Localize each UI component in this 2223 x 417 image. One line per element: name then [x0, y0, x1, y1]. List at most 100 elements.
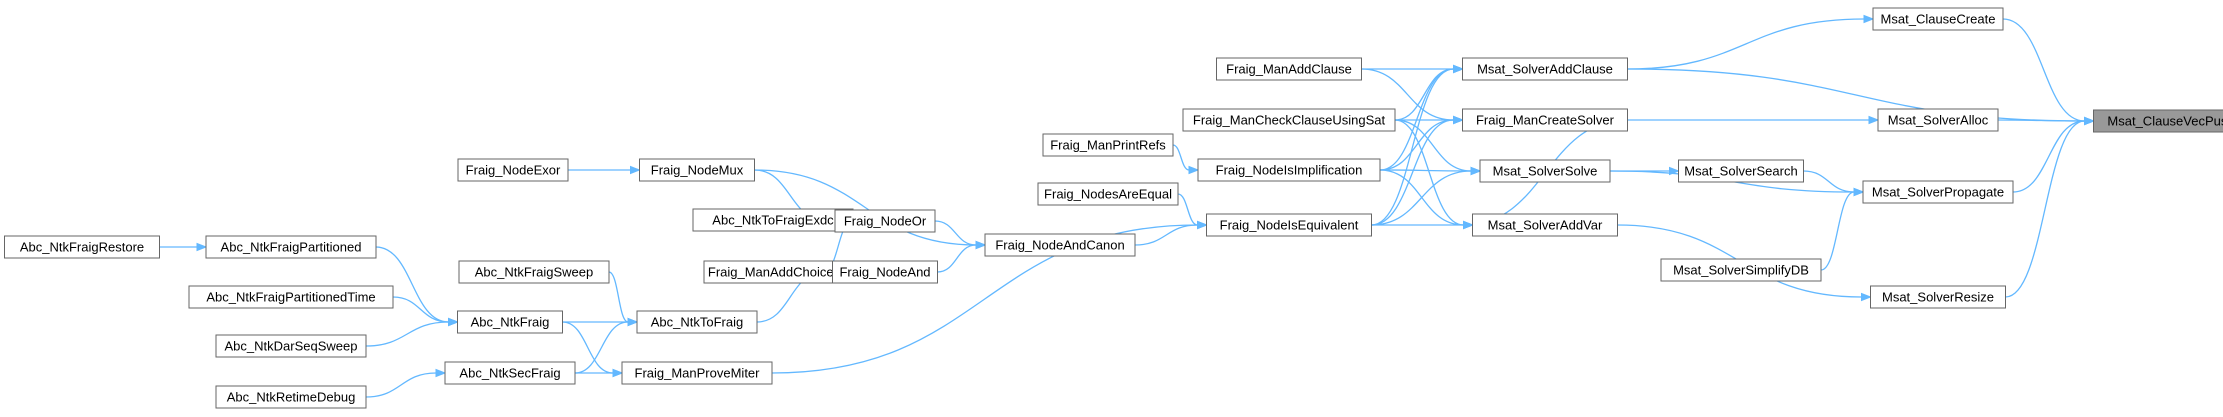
node-box — [621, 361, 773, 385]
node-abc-ntksecfraig[interactable]: Abc_NtkSecFraig — [444, 361, 576, 385]
node-label: Fraig_NodeAnd — [839, 265, 930, 280]
node-fraig-manaddclause[interactable]: Fraig_ManAddClause — [1216, 57, 1362, 81]
edge-abc-ntksecfraig-to-abc-ntktofraig — [574, 317, 639, 374]
node-box — [1182, 108, 1396, 132]
node-label: Fraig_NodeIsImplification — [1216, 163, 1363, 178]
node-abc-ntkfraigpartitionedtime[interactable]: Abc_NtkFraigPartitionedTime — [188, 285, 394, 309]
node-box — [444, 361, 576, 385]
node-box — [1660, 258, 1822, 282]
node-label: Msat_SolverPropagate — [1872, 185, 2004, 200]
edge-msat-solversolve-to-msat-solversearch — [1609, 166, 1680, 176]
node-fraig-nodemux[interactable]: Fraig_NodeMux — [639, 158, 755, 182]
node-fraig-manprovemiter[interactable]: Fraig_ManProveMiter — [621, 361, 773, 385]
node-msat-solversearch[interactable]: Msat_SolverSearch — [1678, 159, 1804, 183]
node-box — [1197, 158, 1381, 182]
edge-fraig-manprintrefs-to-fraig-nodeisimplification — [1172, 144, 1200, 175]
node-msat-solversolve[interactable]: Msat_SolverSolve — [1479, 159, 1611, 183]
node-fraig-nodeandcanon[interactable]: Fraig_NodeAndCanon — [984, 233, 1136, 257]
node-label: Fraig_ManCheckClauseUsingSat — [1193, 113, 1386, 128]
node-msat-clausevecpush: Msat_ClauseVecPush — [2093, 109, 2223, 133]
node-box — [188, 285, 394, 309]
edges-layer — [159, 14, 2095, 398]
node-fraig-nodeand[interactable]: Fraig_NodeAnd — [832, 260, 938, 284]
node-fraig-nodesareequal[interactable]: Fraig_NodesAreEqual — [1037, 182, 1179, 206]
node-box — [1037, 182, 1179, 206]
node-fraig-nodeexor[interactable]: Fraig_NodeExor — [457, 158, 569, 182]
node-msat-solveraddclause[interactable]: Msat_SolverAddClause — [1462, 57, 1628, 81]
node-fraig-manprintrefs[interactable]: Fraig_ManPrintRefs — [1042, 133, 1174, 157]
edge-abc-ntkfraigpartitionedtime-to-abc-ntkfraig — [392, 296, 459, 327]
node-label: Msat_SolverSolve — [1493, 164, 1598, 179]
node-abc-ntkdarseqsweep[interactable]: Abc_NtkDarSeqSweep — [215, 334, 367, 358]
node-fraig-manaddchoices[interactable]: Fraig_ManAddChoices — [703, 260, 845, 284]
node-box — [1479, 159, 1611, 183]
edge-msat-solversimplifydb-to-msat-solverpropagate — [1820, 187, 1865, 271]
edge-abc-ntkretimedebug-to-abc-ntksecfraig — [365, 368, 447, 398]
edge-fraig-nodeisequivalent-to-msat-solveraddclause — [1371, 64, 1464, 226]
node-label: Fraig_ManPrintRefs — [1050, 138, 1166, 153]
node-msat-solverresize[interactable]: Msat_SolverResize — [1870, 285, 2006, 309]
node-abc-ntkfraigrestore[interactable]: Abc_NtkFraigRestore — [4, 235, 160, 259]
node-box — [1206, 213, 1372, 237]
node-box — [1472, 213, 1618, 237]
node-box — [458, 260, 610, 284]
node-box — [636, 310, 758, 334]
edge-fraig-nodeisequivalent-to-msat-solveraddvar — [1371, 220, 1474, 230]
node-label: Fraig_NodesAreEqual — [1044, 187, 1172, 202]
node-box — [457, 310, 563, 334]
node-msat-solversimplifydb[interactable]: Msat_SolverSimplifyDB — [1660, 258, 1822, 282]
node-box — [1678, 159, 1804, 183]
node-fraig-nodeor[interactable]: Fraig_NodeOr — [834, 209, 936, 233]
node-label: Abc_NtkFraigPartitioned — [221, 240, 362, 255]
edge-abc-ntkfraigsweep-to-abc-ntktofraig — [608, 271, 639, 327]
node-box — [215, 385, 367, 409]
node-abc-ntkfraig[interactable]: Abc_NtkFraig — [457, 310, 563, 334]
node-label: Msat_SolverSearch — [1684, 164, 1797, 179]
node-label: Abc_NtkFraig — [471, 315, 550, 330]
edge-fraig-nodeisequivalent-to-msat-solversolve — [1371, 166, 1482, 226]
edge-msat-solverpropagate-to-msat-clausevecpush — [2012, 116, 2095, 193]
node-label: Fraig_ManProveMiter — [635, 366, 761, 381]
node-abc-ntkretimedebug[interactable]: Abc_NtkRetimeDebug — [215, 385, 367, 409]
node-box — [1462, 108, 1628, 132]
node-msat-clausecreate[interactable]: Msat_ClauseCreate — [1872, 7, 2004, 31]
node-box — [1877, 108, 1999, 132]
node-label: Abc_NtkToFraig — [651, 315, 743, 330]
edge-fraig-nodeand-to-fraig-nodeandcanon — [937, 240, 987, 273]
node-label: Fraig_ManCreateSolver — [1476, 113, 1615, 128]
node-box — [2093, 109, 2223, 133]
node-msat-solveralloc[interactable]: Msat_SolverAlloc — [1877, 108, 1999, 132]
node-msat-solverpropagate[interactable]: Msat_SolverPropagate — [1862, 180, 2014, 204]
node-label: Msat_SolverAddVar — [1488, 218, 1603, 233]
node-abc-ntkfraigpartitioned[interactable]: Abc_NtkFraigPartitioned — [205, 235, 377, 259]
node-label: Fraig_NodeExor — [466, 163, 561, 178]
node-label: Fraig_ManAddClause — [1226, 62, 1352, 77]
edge-msat-solverresize-to-msat-clausevecpush — [2005, 116, 2095, 298]
node-box — [4, 235, 160, 259]
node-label: Fraig_NodeOr — [844, 214, 927, 229]
node-abc-ntktofraigexdc[interactable]: Abc_NtkToFraigExdc — [692, 208, 854, 232]
node-box — [457, 158, 569, 182]
node-fraig-mancreatesolver[interactable]: Fraig_ManCreateSolver — [1462, 108, 1628, 132]
node-msat-solveraddvar[interactable]: Msat_SolverAddVar — [1472, 213, 1618, 237]
node-label: Fraig_NodeIsEquivalent — [1220, 218, 1359, 233]
node-box — [832, 260, 938, 284]
edge-fraig-manprovemiter-to-fraig-nodeisequivalent — [771, 220, 1208, 374]
edge-msat-solveraddclause-to-msat-clausecreate — [1627, 14, 1875, 70]
node-fraig-mancheckclauseusingsat[interactable]: Fraig_ManCheckClauseUsingSat — [1182, 108, 1396, 132]
edge-msat-clausecreate-to-msat-clausevecpush — [2002, 18, 2095, 126]
node-box — [1870, 285, 2006, 309]
node-box — [834, 209, 936, 233]
edge-fraig-nodeisimplification-to-msat-solveraddvar — [1379, 169, 1474, 230]
node-box — [639, 158, 755, 182]
node-abc-ntktofraig[interactable]: Abc_NtkToFraig — [636, 310, 758, 334]
node-label: Fraig_ManAddChoices — [708, 265, 841, 280]
node-box — [215, 334, 367, 358]
node-fraig-nodeisimplification[interactable]: Fraig_NodeIsImplification — [1197, 158, 1381, 182]
node-label: Fraig_NodeMux — [651, 163, 744, 178]
node-fraig-nodeisequivalent[interactable]: Fraig_NodeIsEquivalent — [1206, 213, 1372, 237]
node-box — [1216, 57, 1362, 81]
node-abc-ntkfraigsweep[interactable]: Abc_NtkFraigSweep — [458, 260, 610, 284]
node-label: Msat_SolverAddClause — [1477, 62, 1613, 77]
